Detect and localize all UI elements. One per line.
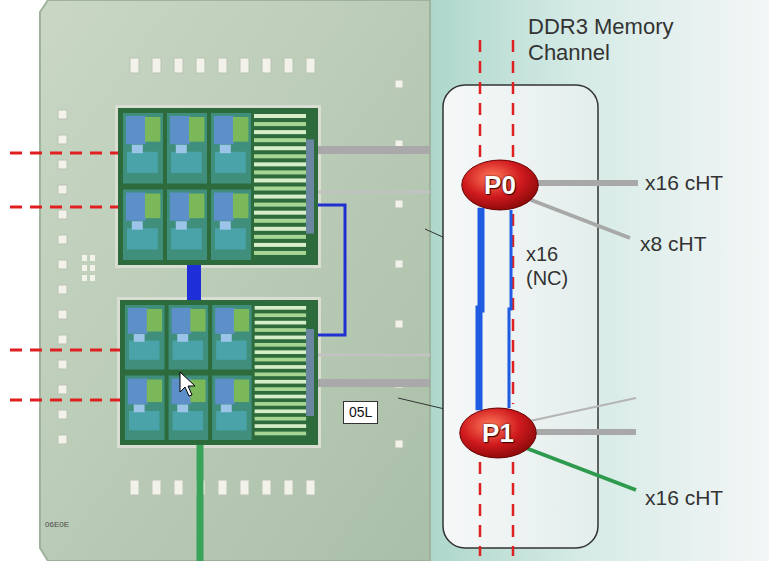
link-label: x8 cHT bbox=[640, 231, 707, 256]
link-label: x16 cHT bbox=[645, 170, 723, 195]
link-label: x16 (NC) bbox=[526, 242, 578, 290]
link-line bbox=[479, 208, 481, 411]
processor-node: P0 bbox=[461, 159, 539, 211]
channel-title: DDR3 Memory Channel bbox=[528, 14, 738, 67]
link-line bbox=[509, 210, 511, 408]
node-label: P1 bbox=[482, 418, 514, 449]
part-marking: 06E0E bbox=[45, 520, 69, 530]
processor-node: P1 bbox=[459, 407, 537, 459]
link-label: x16 cHT bbox=[645, 485, 723, 510]
part-marking: 05L bbox=[343, 401, 378, 424]
node-label: P0 bbox=[484, 170, 516, 201]
